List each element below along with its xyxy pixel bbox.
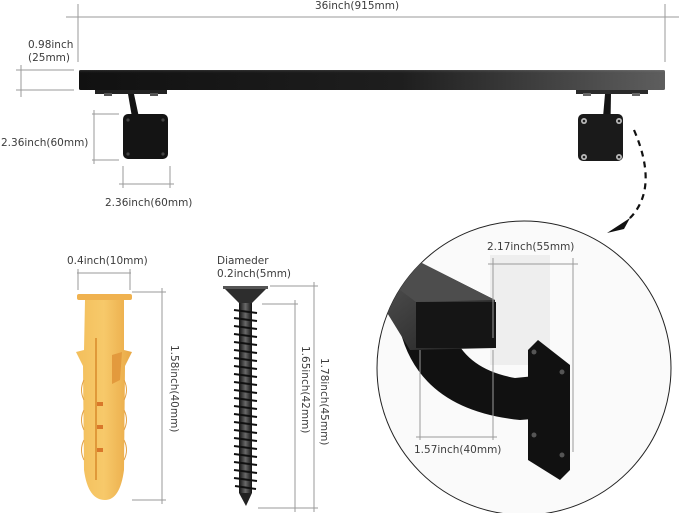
rail-height-label-inch: 0.98inch xyxy=(28,39,74,51)
rail-length-dimension xyxy=(66,4,679,62)
rail-height-label-mm: (25mm) xyxy=(28,52,71,64)
bracket-plate-dimensions xyxy=(92,110,174,188)
detail-view xyxy=(376,220,672,513)
screw-dimensions xyxy=(258,282,318,512)
screw-diameter-label: 0.2inch(5mm) xyxy=(217,268,292,280)
screw-thread-length-label: 1.65inch(42mm) xyxy=(299,346,311,434)
detail-drop-label: 1.57inch(40mm) xyxy=(414,444,502,456)
wall-anchor xyxy=(76,294,132,500)
rail-height-dimension xyxy=(16,65,74,97)
right-bracket xyxy=(578,94,623,161)
anchor-diameter-label: 0.4inch(10mm) xyxy=(67,255,148,267)
anchor-dimensions xyxy=(77,269,166,504)
screw-total-length-label: 1.78inch(45mm) xyxy=(318,358,330,446)
rail-length-label: 36inch(915mm) xyxy=(315,0,400,12)
anchor-length-label: 1.58inch(40mm) xyxy=(168,345,180,433)
bracket-plate-height-label: 2.36inch(60mm) xyxy=(1,137,89,149)
screw xyxy=(223,286,268,506)
screw-diameter-caption: Diameder xyxy=(217,255,269,267)
dashed-curved-arrow xyxy=(607,129,647,233)
bracket-plate-width-label: 2.36inch(60mm) xyxy=(105,197,193,209)
detail-projection-label: 2.17inch(55mm) xyxy=(487,241,575,253)
handrail xyxy=(79,70,665,96)
left-bracket xyxy=(123,94,168,159)
